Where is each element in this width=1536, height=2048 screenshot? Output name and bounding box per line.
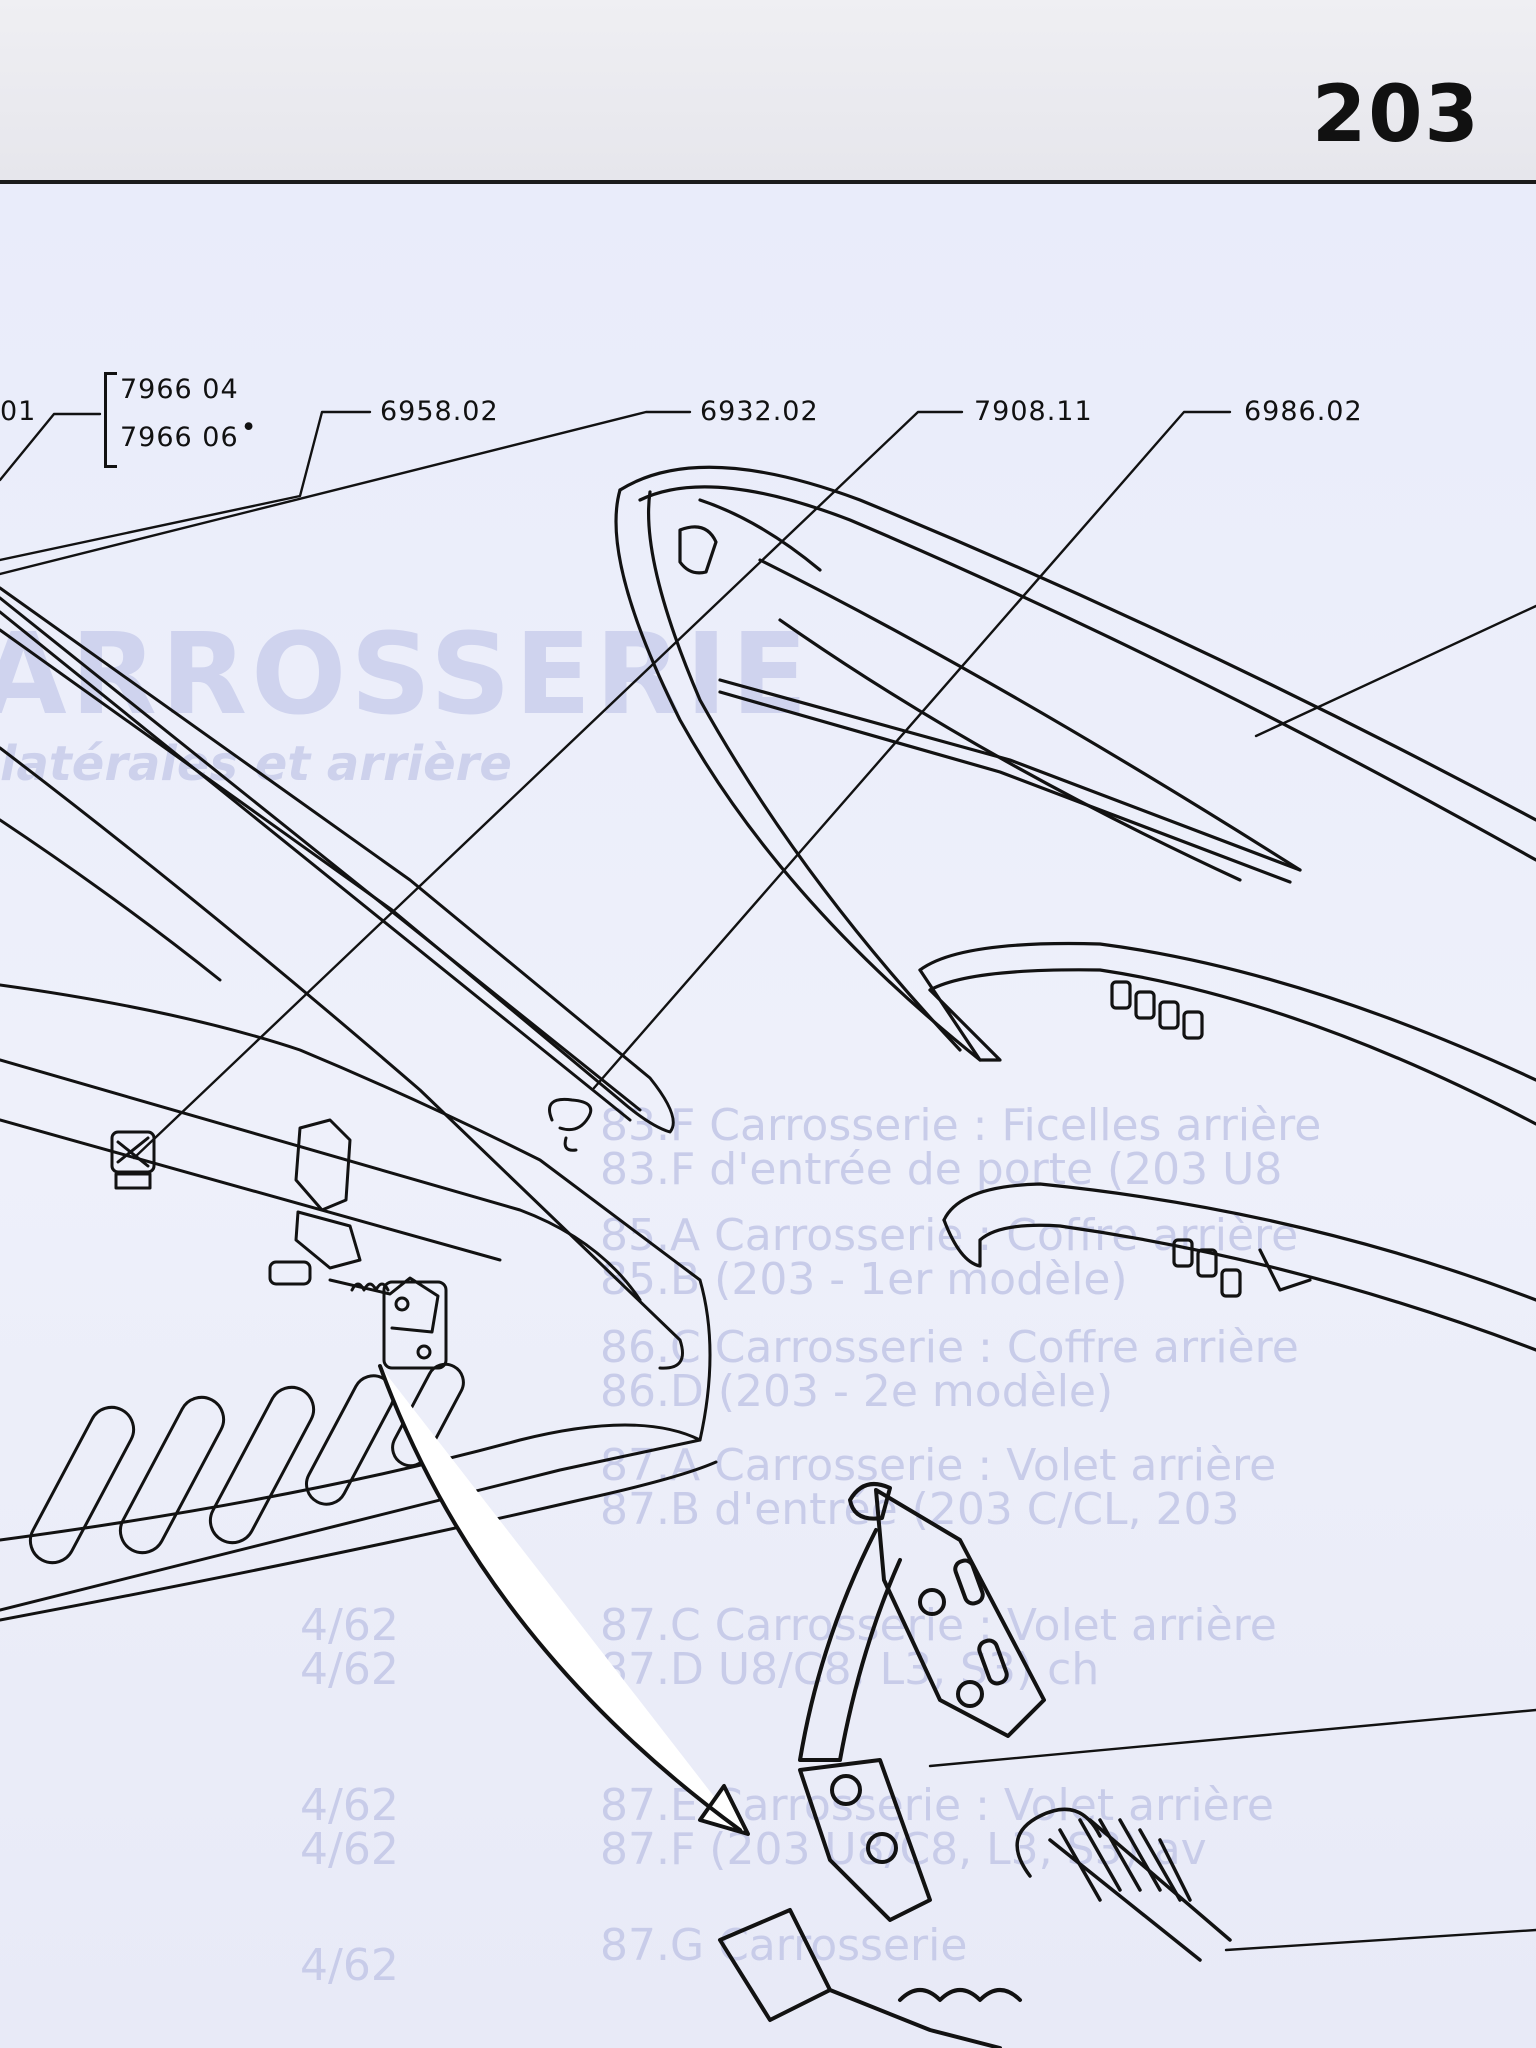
- trunk-lid: [0, 746, 718, 1622]
- ghost-row: 86.C Carrosserie : Coffre arrière: [600, 1322, 1299, 1373]
- callout-left-partial: 01: [0, 396, 37, 427]
- callout-7966-06: 7966 06•: [120, 412, 258, 453]
- ghost-date: 4/62: [300, 1824, 399, 1875]
- ghost-row: 85.A Carrosserie : Coffre arrière: [600, 1210, 1299, 1261]
- leader-lines: [0, 410, 1536, 1952]
- callout-7908-11: 7908.11: [974, 396, 1093, 427]
- header-rule: [0, 180, 1536, 184]
- ghost-row: 85.B (203 - 1er modèle): [600, 1254, 1128, 1305]
- lid-embossing: [28, 1362, 465, 1565]
- hinge-large: [718, 1482, 1046, 2048]
- hinge-small: [268, 1118, 448, 1370]
- ghost-row: 87.B d'entrée (203 C/CL, 203: [600, 1484, 1240, 1535]
- page-number: 203: [1312, 70, 1481, 160]
- seal-strip: [0, 586, 675, 1134]
- callout-6958-02: 6958.02: [380, 396, 499, 427]
- ghost-date: 4/62: [300, 1940, 399, 1991]
- ghost-row: 83.F d'entrée de porte (203 U8: [600, 1144, 1283, 1195]
- callout-6932-02: 6932.02: [700, 396, 819, 427]
- rear-seal: [614, 465, 1536, 1062]
- spring: [1015, 1807, 1232, 1962]
- callout-7966-04: 7966 04: [120, 374, 239, 405]
- ghost-row: 87.G Carrosserie: [600, 1920, 968, 1971]
- ghost-section-subtitle: latérales et arrière: [0, 736, 512, 792]
- ghost-date: 4/62: [300, 1600, 399, 1651]
- callout-dot-marker: •: [240, 412, 258, 443]
- page-header-band: [0, 0, 1536, 182]
- callout-6986-02: 6986.02: [1244, 396, 1363, 427]
- ghost-row: 87.A Carrosserie : Volet arrière: [600, 1440, 1277, 1491]
- ghost-parts-table: 83.F Carrosserie : Ficelles arrière 83.F…: [0, 1100, 1536, 2000]
- plug-clip: [110, 1130, 156, 1190]
- small-clip: [548, 1097, 593, 1152]
- ghost-date: 4/62: [300, 1780, 399, 1831]
- enlargement-arrow: [378, 1364, 750, 1836]
- ghost-row: 86.D (203 - 2e modèle): [600, 1366, 1114, 1417]
- ghost-date: 4/62: [300, 1644, 399, 1695]
- callout-bracket: [104, 372, 117, 468]
- ghost-row: 83.F Carrosserie : Ficelles arrière: [600, 1100, 1322, 1151]
- lower-stay-bar: [942, 1182, 1536, 1352]
- upper-stay-bar: [918, 941, 1536, 1126]
